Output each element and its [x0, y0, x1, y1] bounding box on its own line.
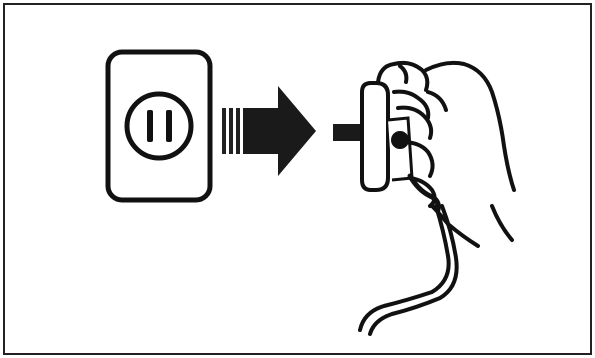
figure-frame — [4, 4, 591, 354]
wall-outlet-icon — [108, 52, 210, 200]
